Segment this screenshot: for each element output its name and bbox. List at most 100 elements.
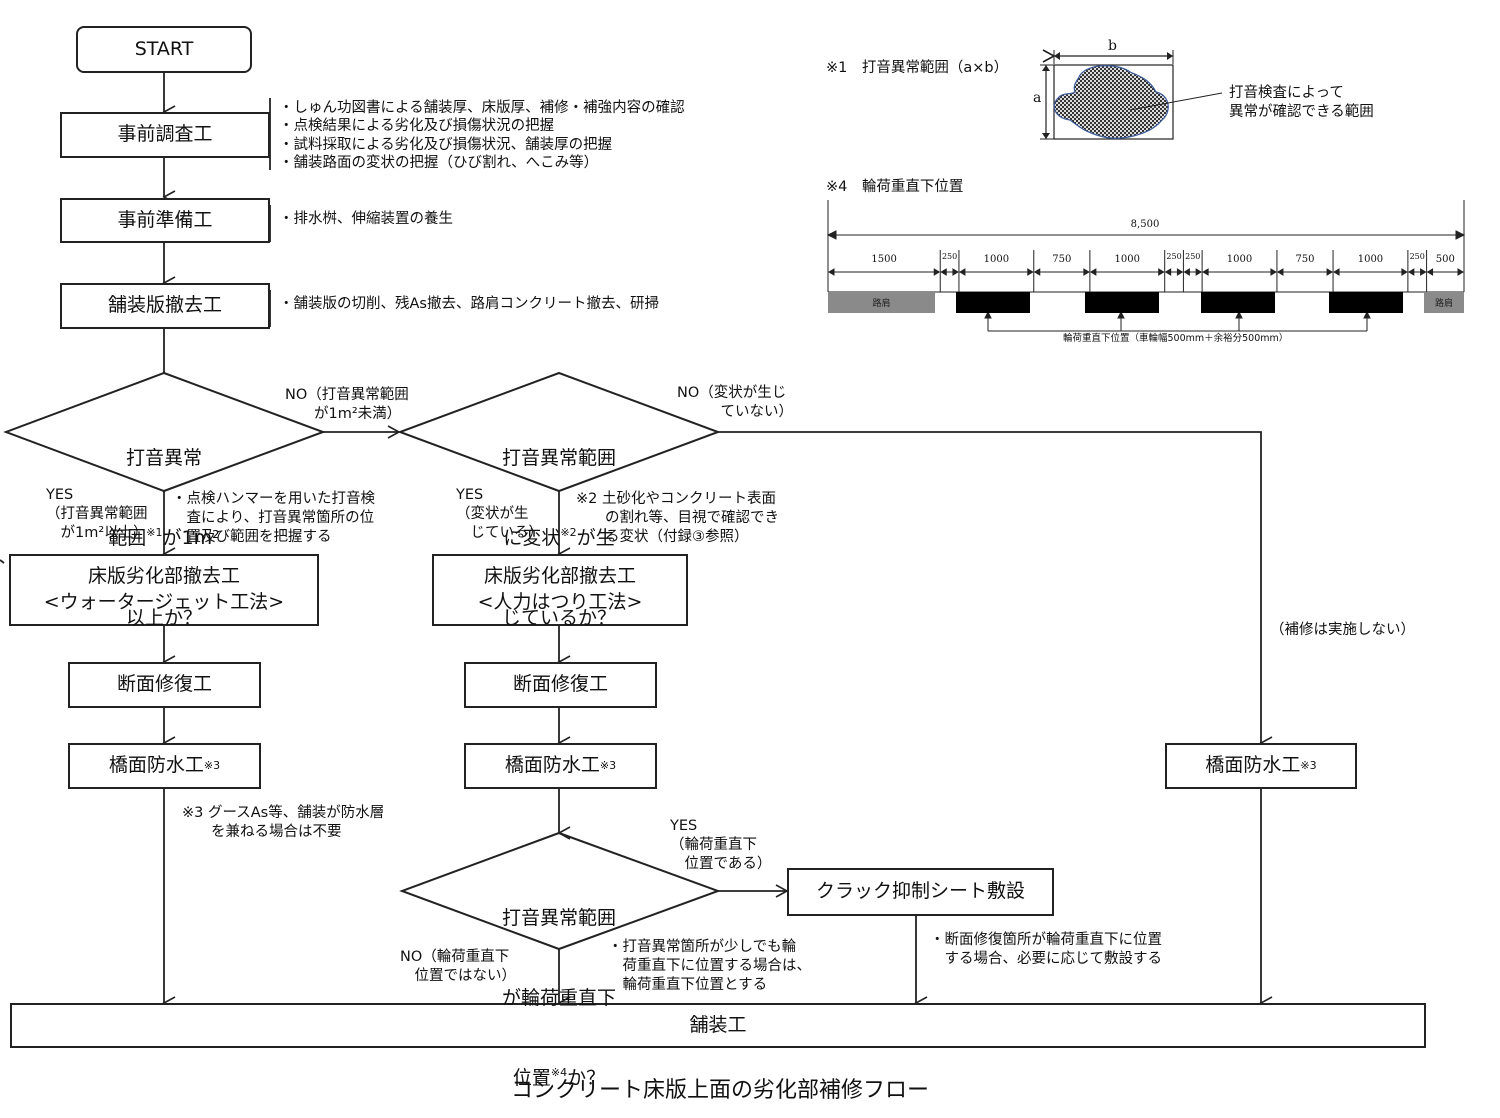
removal-manual-line2: <人力はつり工法> <box>477 591 643 613</box>
start-label: START <box>134 37 194 60</box>
no-repair-label: （補修は実施しない） <box>1270 622 1415 638</box>
shoulder-left-label: 路肩 <box>872 299 891 309</box>
segment-label: 1000 <box>1226 254 1253 265</box>
decision-3-line1: 打音異常範囲 <box>501 907 616 930</box>
decision-1-sup: ※1 <box>146 525 163 539</box>
segment-arrowheads <box>1089 268 1165 276</box>
decision-2-line3: じているか？ <box>501 606 616 629</box>
inset-4-label: ※4 輪荷重直下位置 <box>826 179 964 195</box>
waterproof-right-node: 橋面防水工※3 <box>1165 743 1357 789</box>
segment-arrowheads <box>1333 268 1408 276</box>
wheel-position-note: ・打音異常箇所が少しでも輪 荷重直下に位置する場合は、 輪荷重直下位置とする <box>608 939 811 993</box>
pre-prep-node: 事前準備工 <box>60 198 270 243</box>
segment-label: 250 <box>941 252 958 261</box>
inset-4-total: 8,500 <box>1130 219 1160 230</box>
waterproof-right-label: 橋面防水工 <box>1205 754 1301 777</box>
d2-no-label: NO（変状が生じ ていない） <box>677 385 793 420</box>
wheel-block-3 <box>1201 292 1275 313</box>
segment-arrowheads <box>940 268 959 276</box>
wheel-block-4 <box>1329 292 1403 313</box>
crack-sheet-label: クラック抑制シート敷設 <box>815 880 1025 903</box>
pavement-removal-label: 舗装版撤去工 <box>107 294 222 317</box>
waterproof-left-label: 橋面防水工 <box>108 754 204 777</box>
decision-1-line1: 打音異常 <box>125 447 202 470</box>
removal-waterjet-line1: 床版劣化部撤去工 <box>87 565 240 588</box>
waterproof-mid-node: 橋面防水工※3 <box>464 743 657 789</box>
waterproof-left-node: 橋面防水工※3 <box>68 743 261 789</box>
crack-sheet-node: クラック抑制シート敷設 <box>787 868 1054 916</box>
segment-arrowheads <box>1202 268 1277 276</box>
segment-label: 1000 <box>1114 254 1140 265</box>
waterproof-mid-label: 橋面防水工 <box>504 754 600 777</box>
note-3: ※3 グースAs等、舗装が防水層 を兼ねる場合は不要 <box>182 805 385 840</box>
start-node: START <box>76 26 252 73</box>
inset-1-diagram <box>1040 49 1223 140</box>
d1-yes-label: YES （打音異常範囲 が1m²以上） <box>46 487 148 541</box>
decision-1-line2a: 範囲 <box>108 526 147 549</box>
segment-label: 1500 <box>871 254 897 265</box>
hammer-note: ・点検ハンマーを用いた打音検 査により、打音異常箇所の位 置及び範囲を把握する <box>172 491 375 545</box>
section-repair-mid-node: 断面修復工 <box>464 662 657 708</box>
figure-title: コンクリート床版上面の劣化部補修フロー <box>510 1078 929 1103</box>
section-repair-mid-label: 断面修復工 <box>512 673 608 696</box>
decision-2-line2b: が生 <box>576 526 615 549</box>
decision-2-sup: ※2 <box>560 525 577 539</box>
arrow-d2-no <box>718 431 1273 750</box>
section-repair-left-label: 断面修復工 <box>116 673 212 696</box>
decision-3-line2: が輪荷重直下 <box>501 986 616 1009</box>
paving-label: 舗装工 <box>689 1013 747 1036</box>
note-2: ※2 土砂化やコンクリート表面 の割れ等、目視で確認でき る変状（付録③参照） <box>576 491 779 545</box>
decision-2-text: 打音異常範囲 に変状※2が生 じているか？ <box>459 392 659 658</box>
paving-node: 舗装工 <box>10 1003 1426 1048</box>
pre-survey-node: 事前調査工 <box>60 112 270 158</box>
pre-prep-label: 事前準備工 <box>117 208 213 231</box>
segment-arrowheads <box>958 268 1034 276</box>
decision-3-sup: ※4 <box>550 1065 568 1079</box>
segment-arrowheads <box>1426 268 1464 276</box>
decision-3-text: 打音異常範囲 が輪荷重直下 位置※4か？ <box>459 852 659 1118</box>
shoulder-right: 路肩 <box>1424 292 1464 313</box>
inset-1-dim-a: a <box>1033 90 1042 106</box>
inset-1-callout: 打音検査によって 異常が確認できる範囲 <box>1229 85 1374 120</box>
removal-waterjet-node: 床版劣化部撤去工 <ウォータージェット工法> <box>9 554 319 626</box>
segment-arrowheads <box>1164 268 1184 276</box>
segment-label: 500 <box>1435 254 1455 265</box>
d3-no-label: NO（輪荷重直下 位置ではない） <box>400 949 516 984</box>
pavement-removal-node: 舗装版撤去工 <box>60 283 270 329</box>
crack-sheet-note: ・断面修復箇所が輪荷重直下に位置 する場合、必要に応じて敷設する <box>930 932 1162 967</box>
d1-no-label: NO（打音異常範囲 が1m²未満） <box>285 387 409 422</box>
segment-arrowheads <box>1183 268 1203 276</box>
segment-label: 250 <box>1166 252 1182 261</box>
removal-manual-line1: 床版劣化部撤去工 <box>483 565 636 588</box>
inset-1-dim-b: b <box>1108 38 1117 54</box>
segment-arrowheads <box>1033 268 1090 276</box>
segment-label: 1000 <box>1357 254 1384 265</box>
decision-1-text: 打音異常 範囲※1が1m² 以上か？ <box>64 392 264 658</box>
decision-1-line3: 以上か？ <box>125 606 202 629</box>
pre-survey-notes: ・しゅん功図書による舗装厚、床版厚、補修・補強内容の確認 ・点検結果による劣化及… <box>279 100 685 171</box>
segment-label: 750 <box>1295 254 1315 265</box>
removal-waterjet-line2: <ウォータージェット工法> <box>43 591 285 613</box>
decision-3-line3b: か？ <box>567 1066 606 1089</box>
segment-arrowheads <box>1276 268 1334 276</box>
segment-label: 750 <box>1052 254 1072 265</box>
d3-yes-label: YES （輪荷重直下 位置である） <box>670 818 772 872</box>
decision-1-line2b: が1m² <box>162 526 220 549</box>
shoulder-left: 路肩 <box>828 292 935 313</box>
inset-1-label: ※1 打音異常範囲（a×b） <box>826 60 1009 76</box>
segment-label: 1000 <box>983 254 1010 265</box>
pavement-removal-notes: ・舗装版の切削、残As撤去、路肩コンクリート撤去、研掃 <box>279 296 659 312</box>
inset-4-caption: 輪荷重直下位置（車輪幅500mm＋余裕分500mm） <box>1063 333 1289 344</box>
removal-manual-node: 床版劣化部撤去工 <人力はつり工法> <box>432 554 688 626</box>
section-repair-left-node: 断面修復工 <box>68 662 261 708</box>
segment-arrowheads <box>828 268 941 276</box>
decision-2-line2a: に変状 <box>503 526 561 549</box>
segment-label: 250 <box>1409 252 1425 261</box>
decision-2-line1: 打音異常範囲 <box>501 447 616 470</box>
segment-label: 250 <box>1185 252 1201 261</box>
segment-arrowheads <box>1407 268 1427 276</box>
wheel-block-1 <box>956 292 1030 313</box>
wheel-block-2 <box>1085 292 1159 313</box>
d2-yes-label: YES （変状が生 じている） <box>456 487 543 541</box>
shoulder-right-label: 路肩 <box>1434 299 1453 309</box>
